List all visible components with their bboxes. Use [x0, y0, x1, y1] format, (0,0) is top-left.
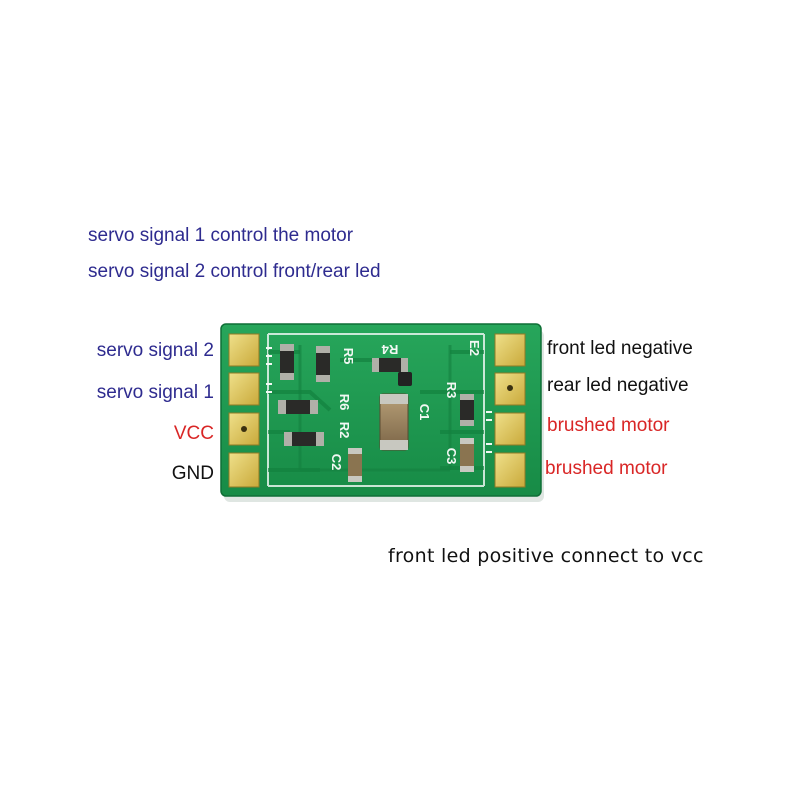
pin-label-brushed-motor-1: brushed motor — [547, 415, 670, 436]
component-ic — [398, 372, 412, 386]
component-c3 — [460, 438, 474, 472]
silk-r2: R2 — [337, 422, 352, 439]
component-r-left — [280, 344, 294, 380]
silkscreen-outline — [267, 333, 485, 487]
pin-label-servo-signal-2: servo signal 2 — [96, 340, 214, 361]
silk-c2: C2 — [329, 454, 344, 471]
component-r6 — [278, 400, 318, 414]
silkscreen-marks — [266, 347, 492, 453]
silk-c3: C3 — [444, 448, 459, 465]
silk-r4: R4 — [381, 342, 398, 357]
pin-label-front-led-negative: front led negative — [547, 338, 693, 359]
component-r3 — [460, 394, 474, 426]
silk-e2: E2 — [467, 340, 482, 356]
pad-servo-signal-1 — [228, 372, 260, 406]
pad-via-rear-led — [507, 385, 513, 391]
silk-c1: C1 — [417, 404, 432, 421]
pin-label-vcc: VCC — [173, 423, 214, 444]
silk-r6: R6 — [337, 394, 352, 411]
right-pads — [494, 333, 526, 488]
left-pads — [228, 333, 260, 488]
component-c2 — [348, 448, 362, 482]
component-r4 — [372, 358, 408, 372]
pad-servo-signal-2 — [228, 333, 260, 367]
pad-via-vcc — [241, 426, 247, 432]
note-motor-control: servo signal 1 control the motor — [88, 225, 354, 246]
pin-label-brushed-motor-2: brushed motor — [545, 458, 668, 479]
silkscreen-labels: R4 R5 R6 R2 C1 R3 C3 C2 E2 — [329, 340, 482, 470]
pad-front-led-negative — [494, 333, 526, 367]
smd-components — [278, 344, 474, 482]
pin-label-gnd: GND — [171, 463, 214, 484]
note-front-led-positive: front led positive connect to vcc — [388, 545, 704, 567]
pad-brushed-motor-1 — [494, 412, 526, 446]
pad-brushed-motor-2 — [494, 452, 526, 488]
component-r5 — [316, 346, 330, 382]
note-led-control: servo signal 2 control front/rear led — [88, 261, 381, 282]
component-r2 — [284, 432, 324, 446]
silk-r3: R3 — [444, 382, 459, 399]
silk-r5: R5 — [341, 348, 356, 365]
pad-gnd — [228, 452, 260, 488]
pin-label-rear-led-negative: rear led negative — [547, 375, 689, 396]
pin-label-servo-signal-1: servo signal 1 — [96, 382, 214, 403]
